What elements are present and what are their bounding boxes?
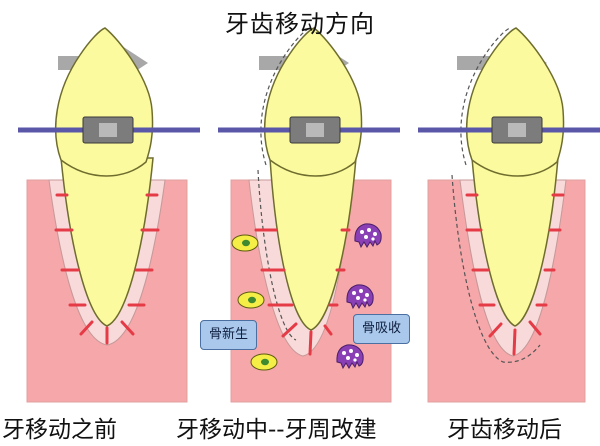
- diagram-title: 牙齿移动方向: [225, 10, 375, 38]
- tooth-crown: [55, 27, 154, 177]
- label-bone-resorption: 骨吸收: [353, 314, 411, 344]
- caption-during: 牙移动中--牙周改建: [176, 417, 377, 443]
- osteoblast-cell: [237, 291, 265, 309]
- panel-after: [418, 27, 600, 403]
- original-position-outline: [451, 27, 541, 363]
- tooth-root: [60, 157, 154, 327]
- osteoblast-cell: [231, 234, 259, 252]
- tooth-root: [471, 157, 559, 327]
- bracket: [82, 116, 134, 144]
- label-bone-formation: 骨新生: [200, 320, 258, 350]
- bracket: [491, 116, 543, 144]
- ligament-fibers: [54, 193, 160, 345]
- bracket: [289, 116, 341, 144]
- panel-during: [218, 27, 400, 403]
- tooth-crown: [264, 27, 363, 177]
- original-position-outline: [257, 27, 311, 341]
- ligament-fibers: [254, 228, 351, 356]
- caption-before: 牙移动之前: [2, 417, 117, 443]
- osteoblast-cell: [250, 353, 278, 371]
- ligament-fibers: [465, 193, 565, 356]
- panel-before: [18, 27, 200, 403]
- tooth-root: [269, 157, 357, 331]
- tooth-crown: [466, 27, 565, 177]
- caption-after: 牙齿移动后: [447, 417, 562, 443]
